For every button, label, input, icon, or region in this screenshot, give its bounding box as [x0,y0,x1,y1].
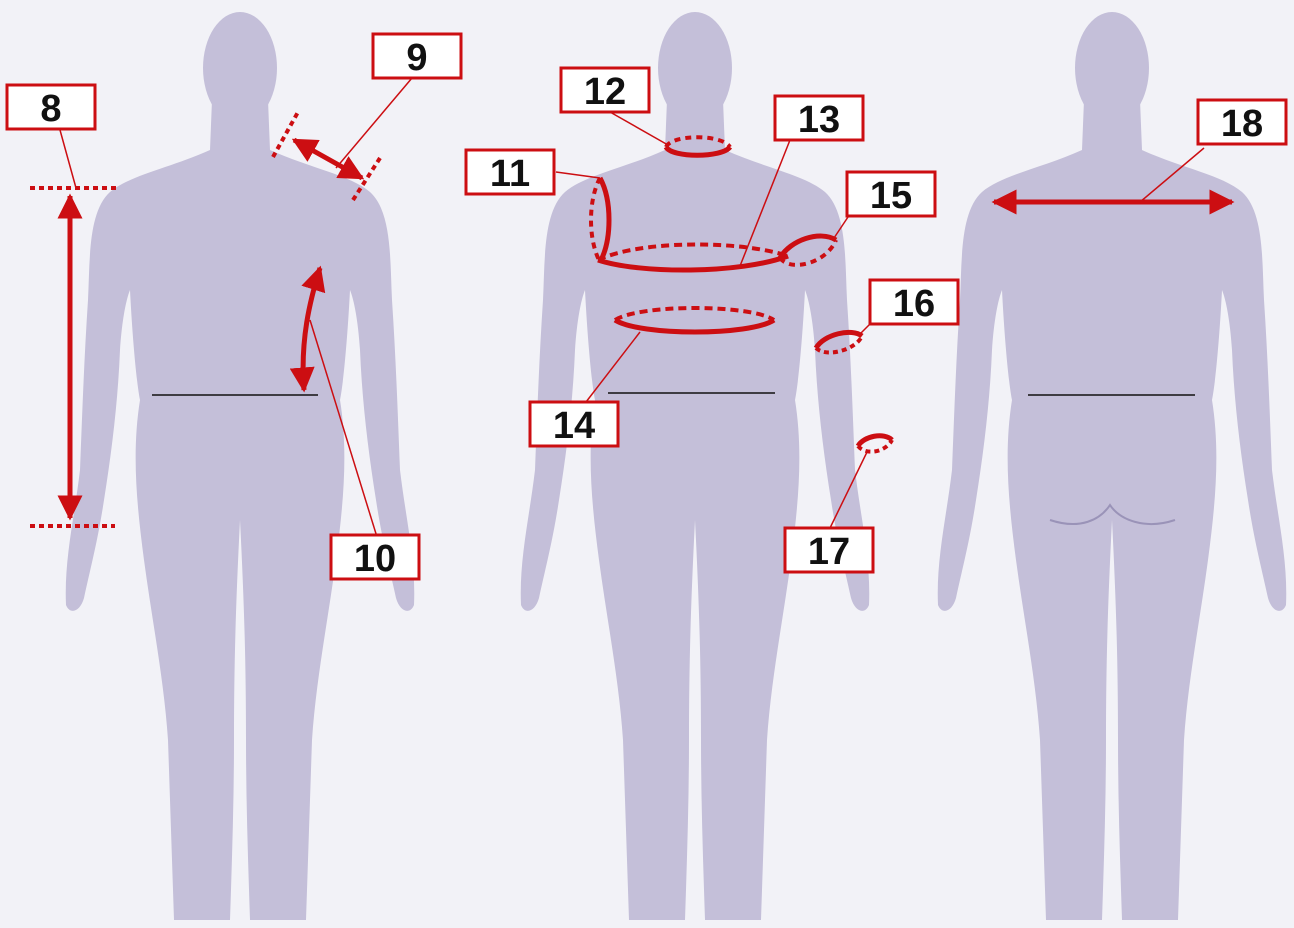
label-box-13: 13 [775,96,863,141]
figure-middle-front [521,12,870,920]
label-box-11: 11 [466,150,554,195]
label-box-16: 16 [870,280,958,325]
label-box-9: 9 [373,34,461,79]
label-box-18: 18 [1198,100,1286,145]
label-box-14: 14 [530,402,618,447]
label-8-text: 8 [40,88,61,130]
measure-17-wrist [858,436,892,452]
figure-left-back [66,12,415,920]
label-17-text: 17 [808,531,850,573]
leader-11 [556,172,600,178]
figure-right-back [938,12,1287,920]
label-9-text: 9 [406,37,427,79]
label-box-10: 10 [331,535,419,580]
label-13-text: 13 [798,99,840,141]
label-10-text: 10 [354,538,396,580]
label-11-text: 11 [490,153,530,195]
label-box-15: 15 [847,172,935,217]
label-box-8: 8 [7,85,95,130]
label-15-text: 15 [870,175,912,217]
label-14-text: 14 [553,405,595,447]
label-16-text: 16 [893,283,935,325]
leader-9 [336,78,412,168]
label-18-text: 18 [1221,103,1263,145]
label-box-12: 12 [561,68,649,113]
leader-12 [610,112,668,145]
label-box-17: 17 [785,528,873,573]
label-12-text: 12 [584,71,626,113]
leader-8 [60,130,76,188]
